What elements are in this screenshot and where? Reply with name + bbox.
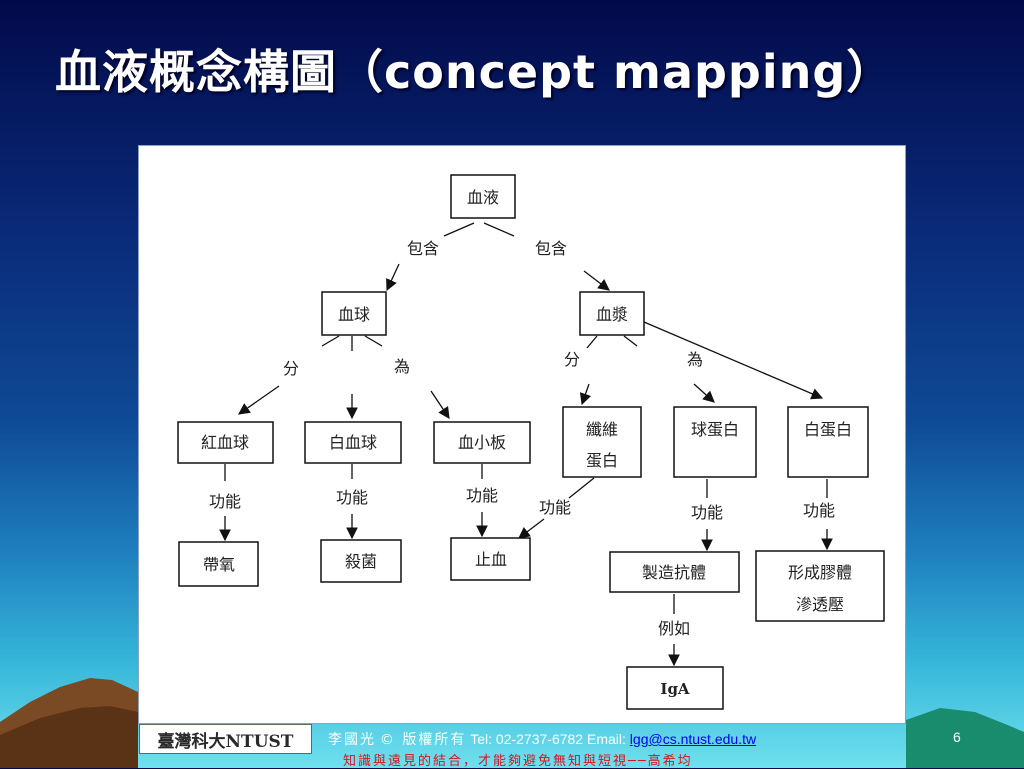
node-box-platelet: [433, 421, 531, 464]
node-germicide: 殺菌: [345, 552, 377, 571]
footer-copyright: © 版權所有: [379, 732, 467, 748]
node-blood-cells: 血球: [338, 305, 370, 324]
edge-label-is-left: 為: [394, 357, 410, 376]
node-rbc: 紅血球: [201, 433, 249, 452]
node-fibrinogen-line2: 蛋白: [586, 451, 618, 470]
node-box-iga: [626, 666, 724, 710]
edge-plasma-tail: [483, 222, 515, 237]
node-box-blood: [450, 174, 516, 219]
edge-globulin-arrow: [693, 383, 715, 403]
node-iga: IgA: [660, 680, 690, 698]
edge-label-divide-left: 分: [283, 359, 299, 378]
node-hemostasis: 止血: [475, 550, 507, 569]
edge-label-example: 例如: [658, 619, 690, 638]
node-platelet: 血小板: [458, 433, 506, 452]
edge-label-is-right: 為: [687, 350, 703, 369]
edge-label-function-wbc: 功能: [336, 488, 368, 507]
edge-labels: 包含 包含 分 為 分 為 功能 功能 功能 功能 功能 功能 例如: [209, 239, 835, 638]
node-box-globulin: [673, 406, 757, 478]
edge-fibrinogen-function-arrow: [518, 518, 545, 539]
footer-motto: 知識與遠見的結合，才能夠避免無知與短視──高希均: [343, 754, 693, 769]
edge-label-function-rbc: 功能: [209, 492, 241, 511]
node-boxes: [177, 174, 885, 710]
node-box-germicide: [320, 539, 402, 583]
concept-map-diagram: 血液 血球 血漿 紅血球 白血球 血小板 纖維 蛋白 球蛋白 白蛋白 帶氧 殺菌…: [177, 174, 885, 710]
node-box-rbc: [177, 421, 274, 464]
node-osmotic-line1: 形成膠體: [788, 563, 852, 582]
footer-email-label: Email:: [587, 731, 626, 747]
node-globulin: 球蛋白: [691, 420, 739, 439]
node-box-antibody: [609, 551, 740, 593]
edge-rbc-arrow: [238, 385, 280, 415]
node-box-plasma: [579, 291, 645, 336]
edge-label-function-platelet: 功能: [466, 486, 498, 505]
edge-plasma-arrow: [583, 270, 610, 291]
footer-author: 李國光: [328, 732, 376, 748]
edge-blood-cells-arrow: [386, 263, 400, 292]
edge-platelet-arrow: [430, 390, 450, 419]
node-box-fibrinogen: [562, 406, 642, 478]
edge-label-divide-right: 分: [564, 350, 580, 369]
connectors: [219, 222, 833, 667]
footer-contact: 李國光 © 版權所有 Tel: 02-2737-6782 Email: lgg@…: [328, 729, 756, 749]
node-box-albumin: [787, 406, 869, 478]
node-fibrinogen-line1: 纖維: [586, 420, 618, 439]
footer-email-link[interactable]: lgg@cs.ntust.edu.tw: [629, 731, 757, 747]
node-box-osmotic: [755, 550, 885, 622]
node-albumin: 白蛋白: [804, 420, 852, 439]
edge-globulin-tail: [623, 335, 638, 347]
concept-map-panel: 血液 血球 血漿 紅血球 白血球 血小板 纖維 蛋白 球蛋白 白蛋白 帶氧 殺菌…: [138, 145, 906, 724]
edge-albumin-arrow: [643, 321, 824, 400]
ntust-logo: 臺灣科大NTUST: [139, 724, 312, 754]
node-box-oxygen: [178, 541, 259, 587]
edge-blood-cells-tail: [443, 222, 475, 237]
node-blood: 血液: [467, 188, 499, 207]
edge-fibrinogen-tail: [586, 335, 598, 349]
edge-label-function-albumin: 功能: [803, 501, 835, 520]
footer-tel: Tel: 02-2737-6782: [470, 731, 584, 747]
mountain-decoration: [0, 678, 1024, 768]
edge-label-function-fibrinogen: 功能: [539, 498, 571, 517]
edge-fibrinogen-arrow: [579, 383, 592, 406]
edge-rbc-tail: [321, 335, 340, 347]
node-box-blood-cells: [321, 291, 387, 336]
page-number: 6: [953, 729, 961, 745]
edge-fibrinogen-function-tail: [568, 477, 595, 499]
edge-label-contains-right: 包含: [535, 239, 567, 258]
slide-title: 血液概念構圖（concept mapping）: [55, 45, 894, 99]
edge-label-function-globulin: 功能: [691, 503, 723, 522]
node-box-hemostasis: [450, 537, 531, 581]
node-oxygen: 帶氧: [203, 555, 235, 574]
node-plasma: 血漿: [596, 305, 628, 324]
node-osmotic-line2: 滲透壓: [796, 595, 844, 614]
node-wbc: 白血球: [329, 433, 377, 452]
node-labels: 血液 血球 血漿 紅血球 白血球 血小板 纖維 蛋白 球蛋白 白蛋白 帶氧 殺菌…: [201, 188, 852, 698]
edge-platelet-tail: [364, 335, 383, 347]
edge-label-contains-left: 包含: [407, 239, 439, 258]
node-box-wbc: [304, 421, 402, 464]
node-antibody: 製造抗體: [642, 563, 706, 582]
